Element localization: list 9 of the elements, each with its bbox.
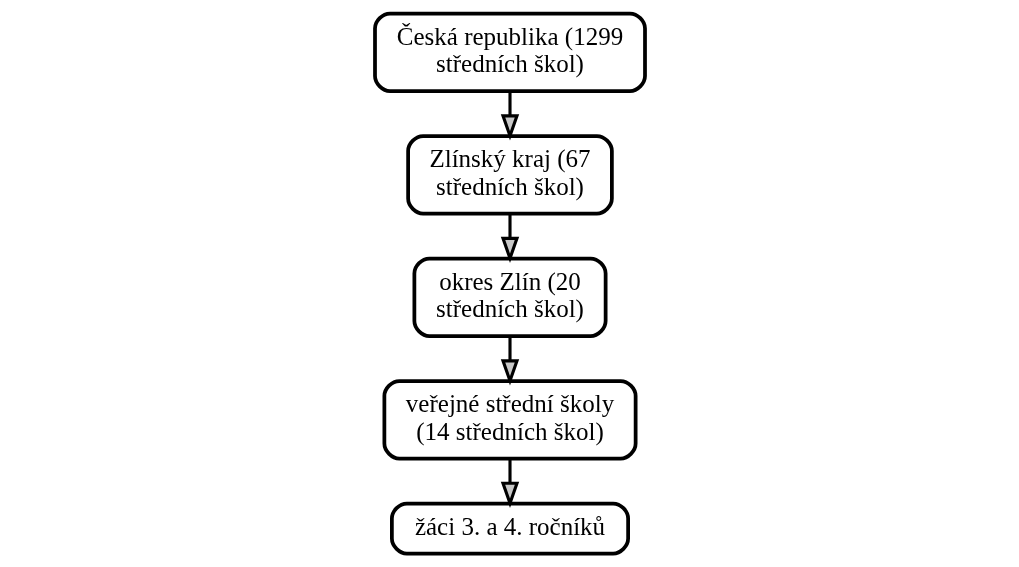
node-box: žáci 3. a 4. ročníků <box>389 501 630 556</box>
node-box: Zlínský kraj (67 středních škol) <box>405 134 614 216</box>
arrow <box>500 91 519 141</box>
node-box: okres Zlín (20 středních škol) <box>412 256 607 338</box>
arrow <box>500 459 519 508</box>
arrow <box>500 213 519 264</box>
node-box: veřejné střední školy (14 středních škol) <box>382 379 637 461</box>
arrow <box>500 336 519 386</box>
node-box: Česká republika (1299 středních škol) <box>372 11 647 93</box>
